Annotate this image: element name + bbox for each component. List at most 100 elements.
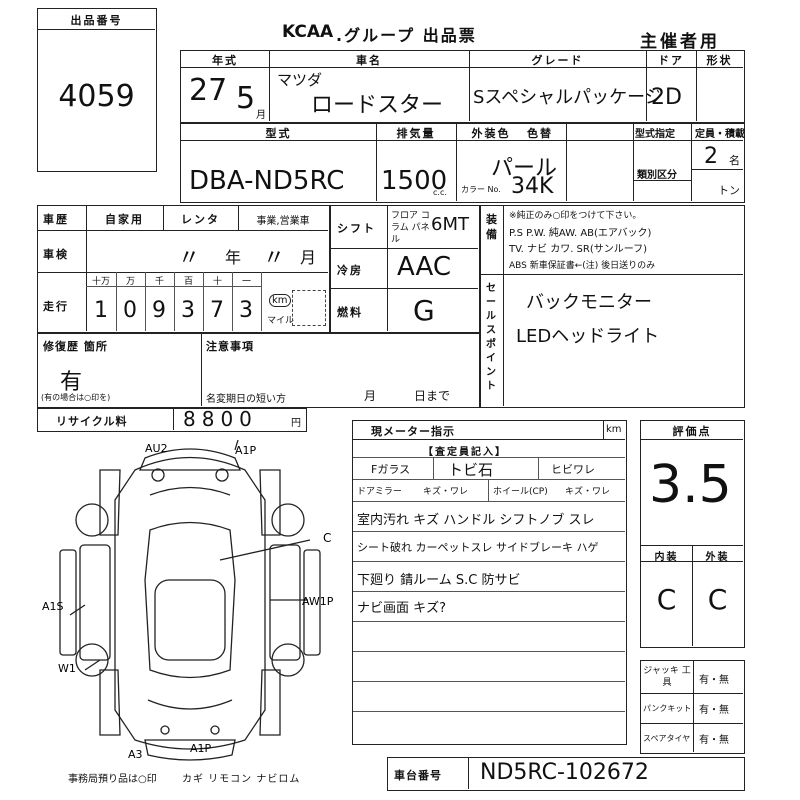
jack-yes-no: 有・無 xyxy=(699,675,729,686)
displacement-label: 排気量 xyxy=(396,127,436,140)
mileage-digit-5: 7 xyxy=(210,298,224,323)
tools-block: ジャッキ 工具 有・無 パンクキット 有・無 スペアタイヤ 有・無 xyxy=(640,660,745,754)
fuel-label: 燃料 xyxy=(337,306,363,319)
color-value: パール xyxy=(491,156,558,181)
fuel-value: G xyxy=(413,294,435,327)
name-change-month-unit: 月 xyxy=(364,389,377,403)
name-change-day-unit: 日まで xyxy=(414,389,451,403)
office-note: 事務局預り品は○印 xyxy=(68,774,157,785)
mileage-digit-6: 3 xyxy=(239,298,253,323)
score-block: 評価点 3.5 内装 外装 C C xyxy=(640,420,745,648)
ac-label: 冷房 xyxy=(337,264,363,277)
grade-value: Sスペシャルパッケージ xyxy=(473,87,663,108)
exterior-label: 外装 xyxy=(705,552,730,563)
wheel-label: ホイール(CP) xyxy=(493,487,548,497)
mark-w1: W1 xyxy=(58,662,76,675)
month-unit: 月 xyxy=(256,110,266,121)
mark-a3: A3 xyxy=(128,748,143,761)
door-label: ドア xyxy=(658,54,684,67)
vehicle-row-2: 型式 排気量 外装色 色替 型式指定 定員・積載 類別区分 DBA-ND5RC … xyxy=(180,123,745,203)
inspection-year-dash: 〃 xyxy=(178,246,201,271)
sales-point-2: LEDヘッドライト xyxy=(516,326,660,347)
car-name-value: ロードスター xyxy=(311,93,444,118)
puncture-yes-no: 有・無 xyxy=(699,705,729,716)
ton-unit: トン xyxy=(718,184,740,197)
form-title: .グループ 出品票 xyxy=(336,26,477,45)
color-no-label: カラー No. xyxy=(461,185,501,194)
interior-label: 内装 xyxy=(654,552,679,563)
inspection-year-unit: 年 xyxy=(225,248,242,267)
year-value: 27 xyxy=(189,73,228,108)
mileage-label: 走行 xyxy=(43,300,69,313)
km-label: km xyxy=(269,294,291,307)
digit-label-100: 百 xyxy=(184,277,194,287)
inspection-remarks-block: 現メーター指示 km 【査定員記入】 Fガラス トビ石 ヒビワレ ドアミラー キ… xyxy=(352,420,627,745)
repair-note: (有の場合は○印を) xyxy=(41,393,111,402)
sponsor-use-label: 主催者用 xyxy=(640,32,720,52)
exterior-value: C xyxy=(707,583,728,616)
key-items: カギ リモコン ナビロム xyxy=(182,774,301,785)
mark-a1s: A1S xyxy=(42,600,64,613)
shift-ac-fuel-block: シフト フロア コラム パネル 6MT 冷房 AAC 燃料 G xyxy=(330,205,480,333)
recycle-fee-box: リサイクル料 8800 円 xyxy=(37,407,307,432)
capacity-value: 2 xyxy=(704,144,718,169)
shift-label: シフト xyxy=(337,222,376,235)
model-designation-label: 型式指定 xyxy=(635,129,675,140)
year-label: 年式 xyxy=(212,54,238,67)
digit-label-1k: 千 xyxy=(155,277,165,287)
mileage-digit-3: 9 xyxy=(152,298,166,323)
mark-au2: AU2 xyxy=(145,442,168,455)
sales-point-1: バックモニター xyxy=(526,292,652,313)
mileage-dash-box xyxy=(292,290,326,326)
mileage-digit-2: 0 xyxy=(123,298,137,323)
notes-label: 注意事項 xyxy=(206,340,254,353)
month-value: 5 xyxy=(236,81,256,116)
equipment-note: ※純正のみ○印をつけて下さい。 xyxy=(509,211,642,221)
glass-label: Fガラス xyxy=(371,463,411,476)
remark-line-2: シート破れ カーペットスレ サイドブレーキ ハゲ xyxy=(357,541,599,554)
person-unit: 名 xyxy=(729,154,740,167)
digit-label-1: 一 xyxy=(242,277,252,287)
color-change-label: 色替 xyxy=(527,127,553,140)
inspection-month-unit: 月 xyxy=(300,248,317,267)
inspection-month-dash: 〃 xyxy=(263,246,286,271)
repair-label: 修復歴 箇所 xyxy=(43,340,108,353)
crack-label: ヒビワレ xyxy=(551,463,595,476)
digit-label-100k: 十万 xyxy=(92,277,111,287)
history-label: 車歴 xyxy=(43,213,69,226)
mileage-digit-4: 3 xyxy=(181,298,195,323)
interior-value: C xyxy=(656,583,677,616)
recycle-value: 8800 xyxy=(183,407,258,431)
chassis-value: ND5RC-102672 xyxy=(480,760,649,785)
category-label: 類別区分 xyxy=(637,170,677,181)
lot-number-box: 出品番号 4059 xyxy=(37,8,157,172)
repair-value: 有 xyxy=(60,370,83,395)
equipment-line-3: ABS 新車保証書←(注) 後日送りのみ xyxy=(509,261,656,271)
wheel-options: キズ・ワレ xyxy=(565,487,611,497)
shift-value: 6MT xyxy=(431,214,469,235)
private-label: 自家用 xyxy=(105,213,144,226)
assessor-label: 【査定員記入】 xyxy=(423,447,507,458)
recycle-label: リサイクル料 xyxy=(56,415,128,428)
remark-line-1: 室内汚れ キズ ハンドル シフトノブ スレ xyxy=(357,513,595,528)
jack-label: ジャッキ 工具 xyxy=(643,666,691,688)
maker-value: マツダ xyxy=(277,71,323,89)
equipment-line-2: TV. ナビ カワ. SR(サンルーフ) xyxy=(509,244,648,255)
exterior-color-label: 外装色 xyxy=(471,127,511,140)
displacement-value: 1500 xyxy=(381,166,448,196)
car-name-label: 車名 xyxy=(356,54,382,67)
equipment-block: 装備 ※純正のみ○印をつけて下さい。 P.S P.W. 純AW. AB(エアバッ… xyxy=(480,205,745,408)
score-label: 評価点 xyxy=(672,425,712,438)
name-change-label: 名変期日の短い方 xyxy=(206,394,286,405)
mark-c: C xyxy=(323,531,331,545)
digit-label-10: 十 xyxy=(213,277,223,287)
business-label: 事業,営業車 xyxy=(256,216,310,227)
shift-options: フロア コラム パネル xyxy=(391,211,430,245)
spare-label: スペアタイヤ xyxy=(643,734,691,743)
shape-label: 形状 xyxy=(706,54,733,67)
car-damage-diagram: AU2 A1P C A1S AW1P W1 A3 A1P xyxy=(42,440,334,761)
chassis-label: 車台番号 xyxy=(394,769,442,782)
score-value: 3.5 xyxy=(649,455,732,515)
mark-a1p-front: A1P xyxy=(235,444,257,457)
remark-line-3: 下廻り 錆ルーム S.C 防サビ xyxy=(357,573,521,588)
